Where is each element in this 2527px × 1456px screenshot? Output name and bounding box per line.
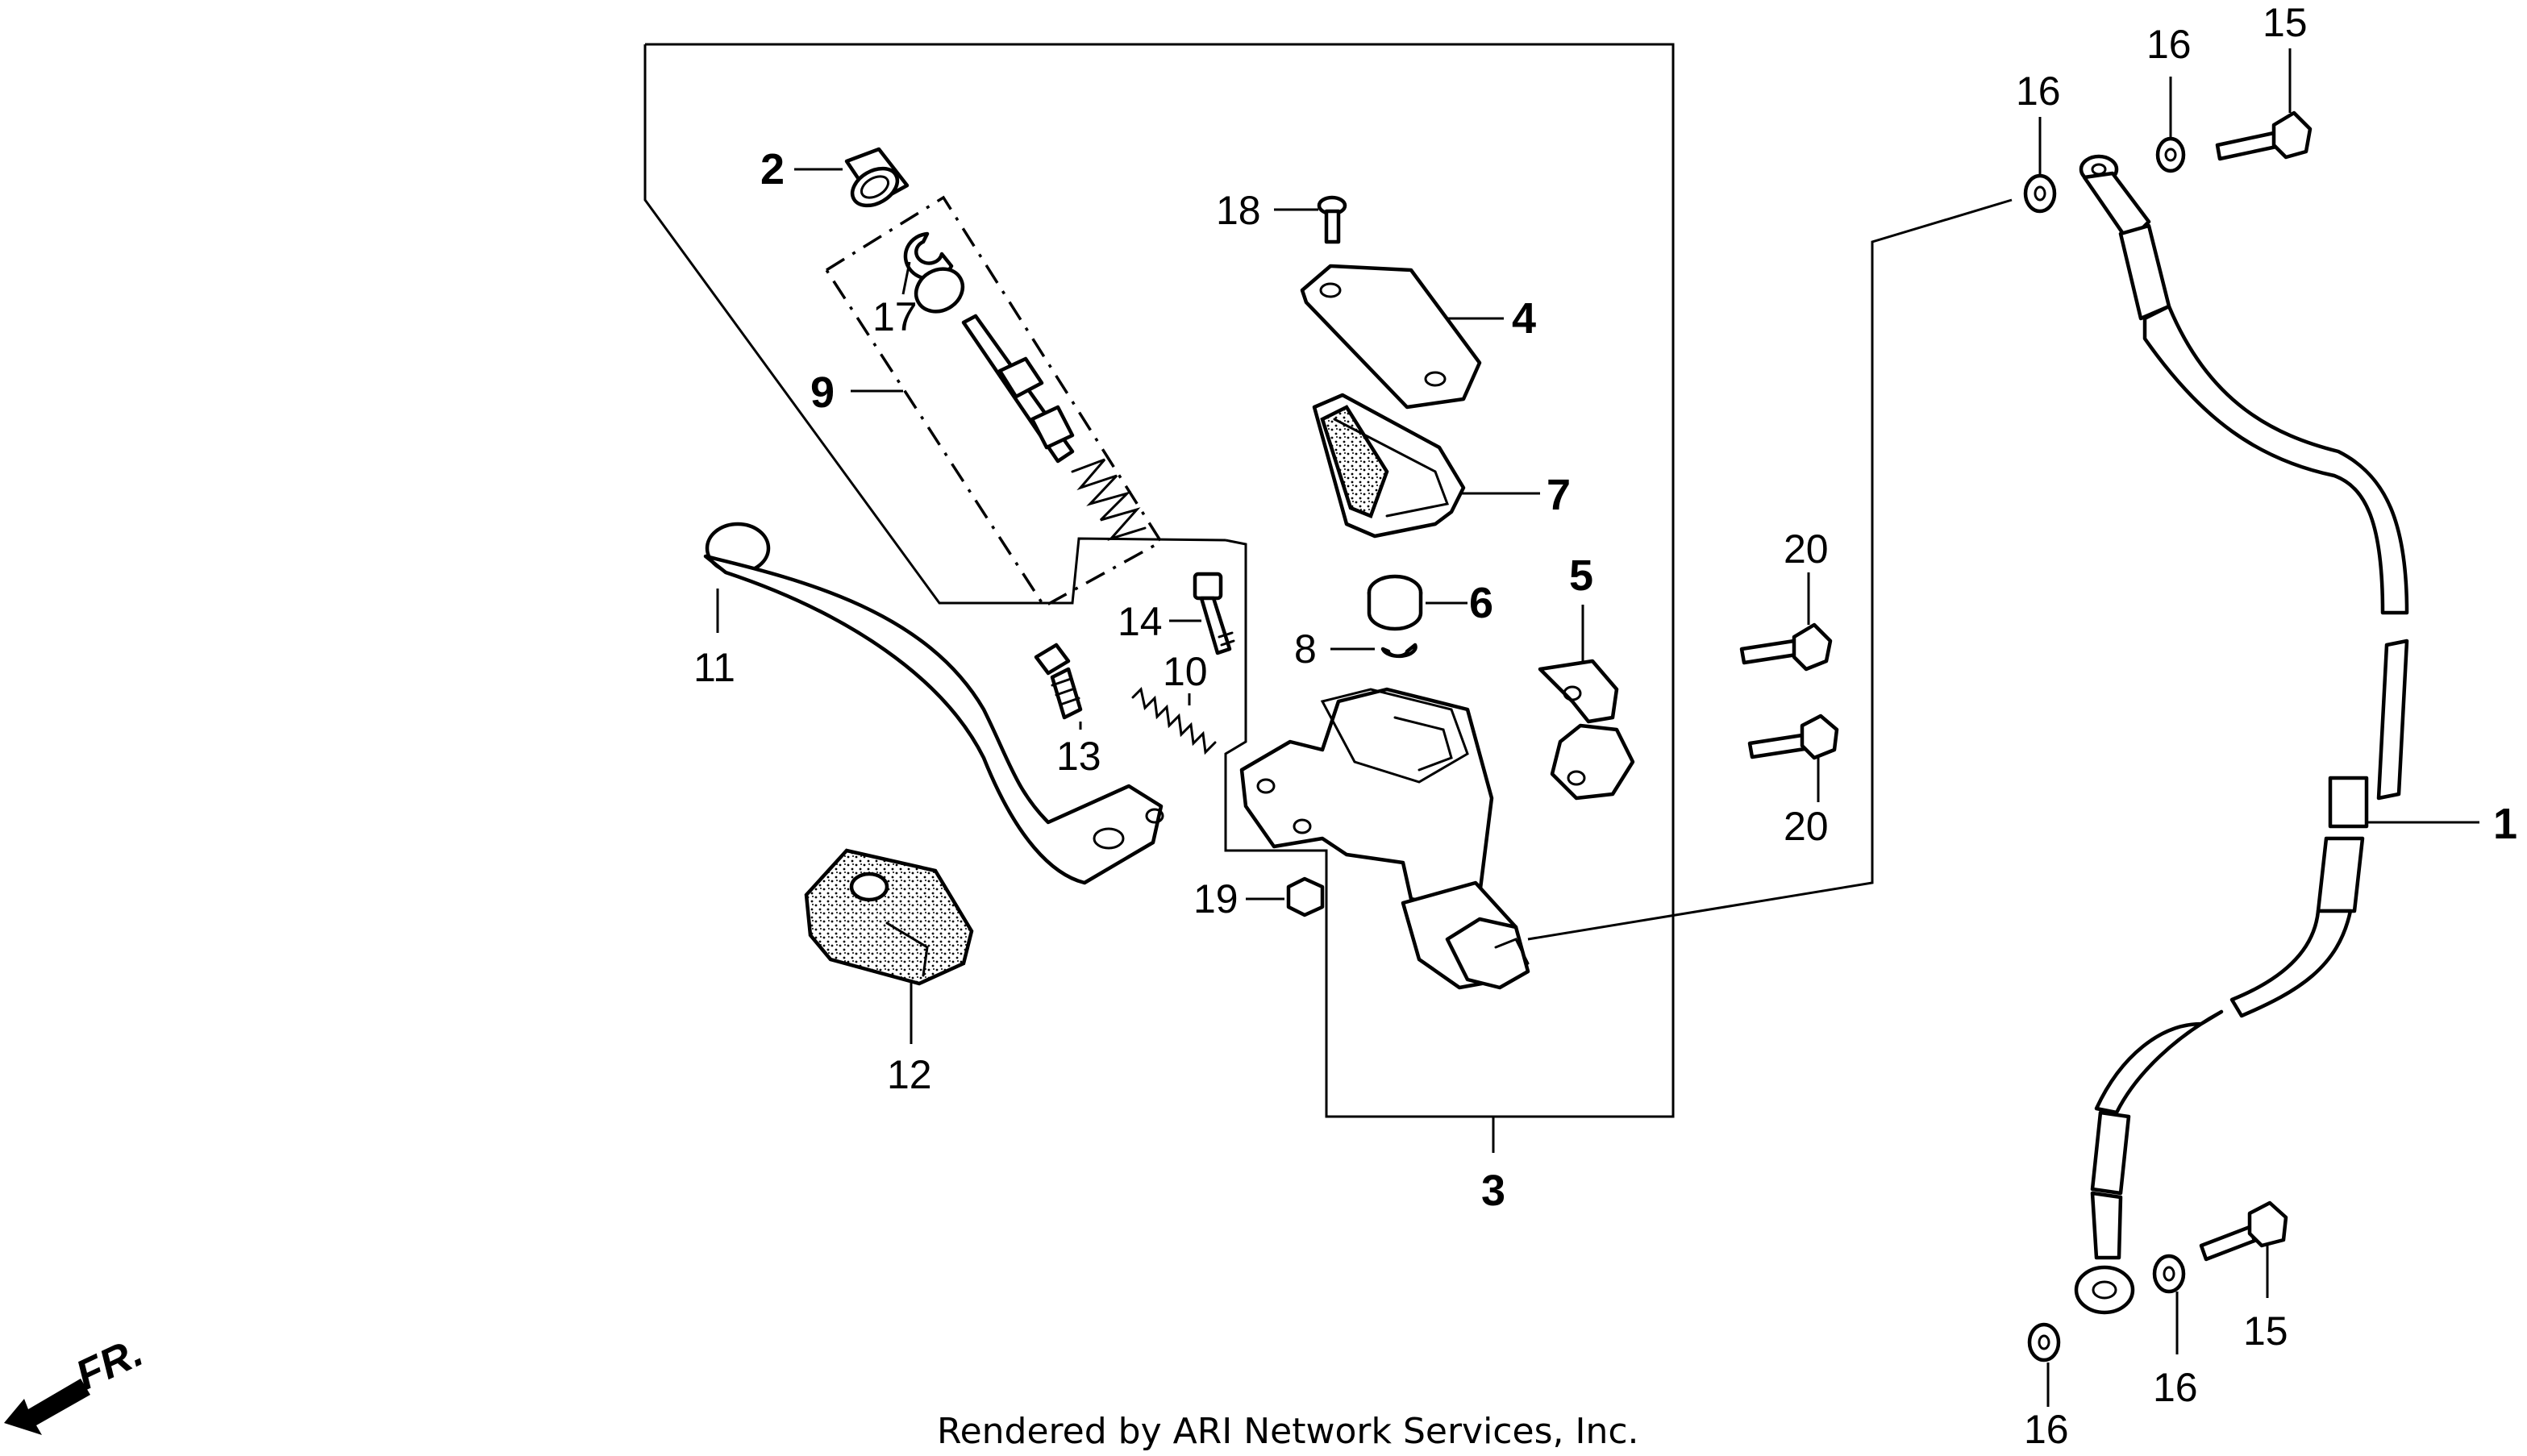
- cap-screw-part: [1317, 195, 1347, 244]
- callout-label-18: 18: [1216, 188, 1261, 233]
- brake-switch-part: [804, 848, 974, 986]
- callout-label-12: 12: [887, 1052, 932, 1097]
- reservoir-plug-part: [1367, 574, 1423, 631]
- holder-bolt-lower-part: [1747, 713, 1839, 760]
- pivot-bolt-part: [1034, 643, 1083, 720]
- sealing-washer-4-part: [2027, 1322, 2061, 1362]
- assembly-boundary-line: [643, 43, 1675, 1118]
- callout-label-20-lower: 20: [1784, 804, 1829, 849]
- nut-part: [1286, 876, 1325, 917]
- washer-part: [914, 267, 965, 314]
- callout-label-1: 1: [2493, 800, 2517, 848]
- brake-lever-part: [703, 522, 1164, 885]
- front-arrow-icon: [4, 1379, 90, 1435]
- callout-label-17: 17: [872, 294, 918, 339]
- callout-label-13: 13: [1056, 734, 1101, 779]
- diaphragm-part: [1312, 393, 1466, 539]
- callout-label-19: 19: [1193, 876, 1239, 921]
- callout-label-16-a: 16: [2016, 69, 2061, 114]
- callout-label-15-lower: 15: [2243, 1308, 2288, 1354]
- callout-label-9: 9: [810, 368, 835, 417]
- hose-connection-leader: [1527, 198, 2013, 941]
- callout-label-16-d: 16: [2024, 1407, 2069, 1452]
- reservoir-cap-part: [1300, 264, 1482, 410]
- callout-label-20-upper: 20: [1784, 526, 1829, 572]
- boot-part: [844, 147, 910, 208]
- callout-label-6: 6: [1469, 579, 1493, 627]
- callout-label-14: 14: [1118, 599, 1163, 644]
- callout-label-15-upper: 15: [2263, 0, 2308, 45]
- callout-label-10: 10: [1163, 649, 1208, 694]
- master-cylinder-holder-part: [1538, 659, 1635, 801]
- sealing-washer-2-part: [2155, 136, 2186, 173]
- brake-hose-part: [2074, 154, 2409, 1315]
- callout-label-4: 4: [1512, 294, 1536, 343]
- pivot-pin-part: [1193, 572, 1235, 655]
- holder-bolt-upper-part: [1739, 622, 1833, 672]
- retaining-clip-part: [1380, 643, 1418, 659]
- callout-label-5: 5: [1569, 551, 1593, 600]
- callout-label-3: 3: [1481, 1167, 1505, 1215]
- sealing-washer-1-part: [2023, 173, 2057, 214]
- callout-label-8: 8: [1294, 626, 1317, 672]
- master-cylinder-body: [1239, 687, 1530, 990]
- sealing-washer-3-part: [2152, 1254, 2186, 1294]
- front-direction-indicator: FR.: [4, 1329, 150, 1435]
- piston-kit-dashed-boundary: [824, 195, 1164, 609]
- footer-credit: Rendered by ARI Network Services, Inc.: [937, 1411, 1639, 1452]
- return-spring-part: [1131, 686, 1217, 755]
- banjo-bolt-lower-part: [2199, 1200, 2288, 1262]
- callout-label-16-c: 16: [2153, 1365, 2198, 1410]
- callout-label-7: 7: [1547, 471, 1571, 519]
- callout-label-2: 2: [760, 145, 785, 193]
- callout-label-11: 11: [693, 645, 735, 690]
- callout-17-leader: [901, 261, 911, 295]
- banjo-bolt-upper-part: [2215, 110, 2313, 161]
- callout-label-16-b: 16: [2146, 22, 2192, 67]
- piston-spring-part: [1071, 458, 1147, 542]
- piston-part: [961, 314, 1075, 464]
